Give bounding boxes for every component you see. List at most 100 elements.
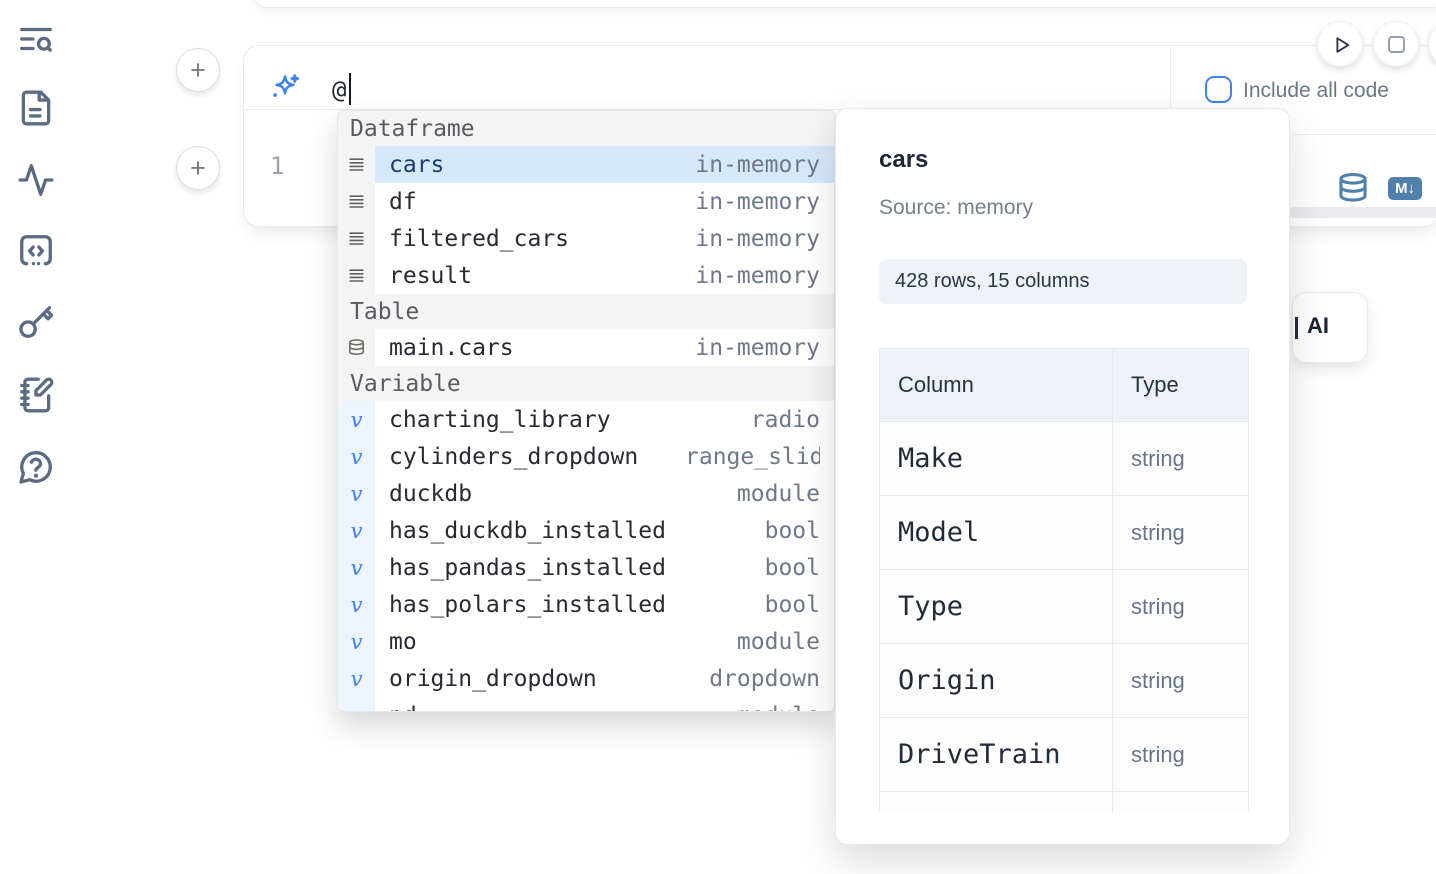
- sidebar-item-text-search-icon[interactable]: [17, 20, 55, 58]
- item-name: main.cars: [389, 334, 514, 361]
- autocomplete-item-main.cars[interactable]: main.cars in-memory: [338, 329, 834, 366]
- help-chat-icon: [19, 451, 52, 484]
- variable-icon: v: [338, 660, 375, 697]
- item-type: radio: [750, 406, 820, 433]
- autocomplete-item-cars[interactable]: cars in-memory: [338, 146, 834, 183]
- editor-horizontal-scrollbar[interactable]: [1289, 207, 1436, 218]
- ai-panel-label: AI: [1307, 313, 1329, 338]
- item-name: origin_dropdown: [389, 665, 597, 692]
- sidebar-item-activity-icon[interactable]: [17, 161, 55, 199]
- schema-column-type: [1112, 791, 1249, 813]
- sql-language-toggle-database-icon[interactable]: [1335, 171, 1371, 205]
- schema-column-type: string: [1112, 421, 1249, 496]
- add-cell-below-button[interactable]: +: [176, 146, 220, 190]
- sparkles-icon: [268, 72, 302, 106]
- preview-title: cars: [879, 146, 929, 173]
- item-type: in-memory: [695, 262, 820, 289]
- schema-column-name: Make: [879, 421, 1113, 496]
- autocomplete-item-result[interactable]: result in-memory: [338, 257, 834, 294]
- variable-icon: v: [338, 512, 375, 549]
- add-cell-above-button[interactable]: +: [176, 48, 220, 92]
- item-type: bool: [764, 591, 820, 618]
- variable-icon: v: [338, 586, 375, 623]
- schema-column-name: Origin: [879, 643, 1113, 718]
- item-name: df: [389, 188, 417, 215]
- item-type: bool: [764, 517, 820, 544]
- item-name: charting_library: [389, 406, 611, 433]
- item-type: in-memory: [695, 151, 820, 178]
- item-name: cars: [389, 151, 445, 178]
- schema-column-name: Type: [879, 569, 1113, 644]
- markdown-language-toggle[interactable]: M↓: [1388, 177, 1422, 200]
- code-square-icon: [20, 235, 52, 266]
- variable-icon: v: [338, 475, 375, 512]
- table-icon: [338, 329, 375, 366]
- stop-button[interactable]: [1373, 21, 1419, 67]
- item-name: has_duckdb_installed: [389, 517, 666, 544]
- autocomplete-item-cylinders_dropdown[interactable]: v cylinders_dropdown range_slider: [338, 438, 834, 475]
- autocomplete-item-origin_dropdown[interactable]: v origin_dropdown dropdown: [338, 660, 834, 697]
- dataframe-icon: [338, 220, 375, 257]
- schema-column-type: string: [1112, 717, 1249, 792]
- ai-prompt-input[interactable]: @: [332, 76, 347, 104]
- autocomplete-section-variable: Variable: [338, 366, 834, 401]
- clipped-glyph: [1295, 317, 1298, 339]
- autocomplete-section-table: Table: [338, 294, 834, 329]
- notebook-pen-icon: [20, 377, 54, 413]
- autocomplete-section-dataframe: Dataframe: [338, 111, 834, 146]
- item-type: range_slider: [685, 443, 820, 470]
- variable-icon: v: [338, 438, 375, 475]
- item-name: cylinders_dropdown: [389, 443, 639, 470]
- item-name: has_polars_installed: [389, 591, 666, 618]
- dataframe-icon: [338, 146, 375, 183]
- item-type: in-memory: [695, 334, 820, 361]
- run-cell-button[interactable]: [1317, 21, 1363, 67]
- schema-column-name: DriveTrain: [879, 717, 1113, 792]
- autocomplete-item-has_duckdb_installed[interactable]: v has_duckdb_installed bool: [338, 512, 834, 549]
- include-all-code-label: Include all code: [1243, 79, 1389, 102]
- variable-icon: v: [338, 401, 375, 438]
- schema-row: [879, 791, 1249, 813]
- variable-icon: v: [338, 623, 375, 660]
- item-name: filtered_cars: [389, 225, 570, 252]
- schema-column-type: string: [1112, 569, 1249, 644]
- input-divider: [244, 109, 1171, 110]
- item-type: module: [685, 703, 820, 712]
- sidebar-item-key-icon[interactable]: [17, 303, 55, 341]
- item-name: result: [389, 262, 473, 289]
- dataframe-icon: [338, 183, 375, 220]
- schema-column-name: [879, 791, 1113, 813]
- sidebar-item-help-chat-icon[interactable]: [17, 448, 55, 486]
- schema-header-type: Type: [1112, 348, 1249, 422]
- autocomplete-item-pd[interactable]: vpdmodule: [338, 697, 834, 712]
- autocomplete-item-charting_library[interactable]: v charting_library radio: [338, 401, 834, 438]
- dataframe-preview-tooltip: cars Source: memory 428 rows, 15 columns…: [835, 108, 1290, 845]
- preview-source: Source: memory: [879, 196, 1034, 219]
- item-name: mo: [389, 628, 417, 655]
- autocomplete-item-has_polars_installed[interactable]: v has_polars_installed bool: [338, 586, 834, 623]
- item-type: in-memory: [695, 225, 820, 252]
- item-type: module: [736, 480, 820, 507]
- item-type: dropdown: [709, 665, 820, 692]
- autocomplete-item-filtered_cars[interactable]: filtered_cars in-memory: [338, 220, 834, 257]
- sidebar-item-code-square-icon[interactable]: [17, 232, 55, 270]
- sidebar-item-notebook-pen-icon[interactable]: [17, 376, 55, 414]
- line-number: 1: [270, 152, 285, 180]
- ai-panel-button[interactable]: AI: [1292, 292, 1368, 363]
- include-all-code-checkbox[interactable]: [1205, 76, 1232, 103]
- item-name: has_pandas_installed: [389, 554, 666, 581]
- text-cursor: [349, 73, 351, 105]
- sidebar-item-file-text-icon[interactable]: [17, 89, 55, 127]
- editor-right-divider: [1293, 134, 1436, 135]
